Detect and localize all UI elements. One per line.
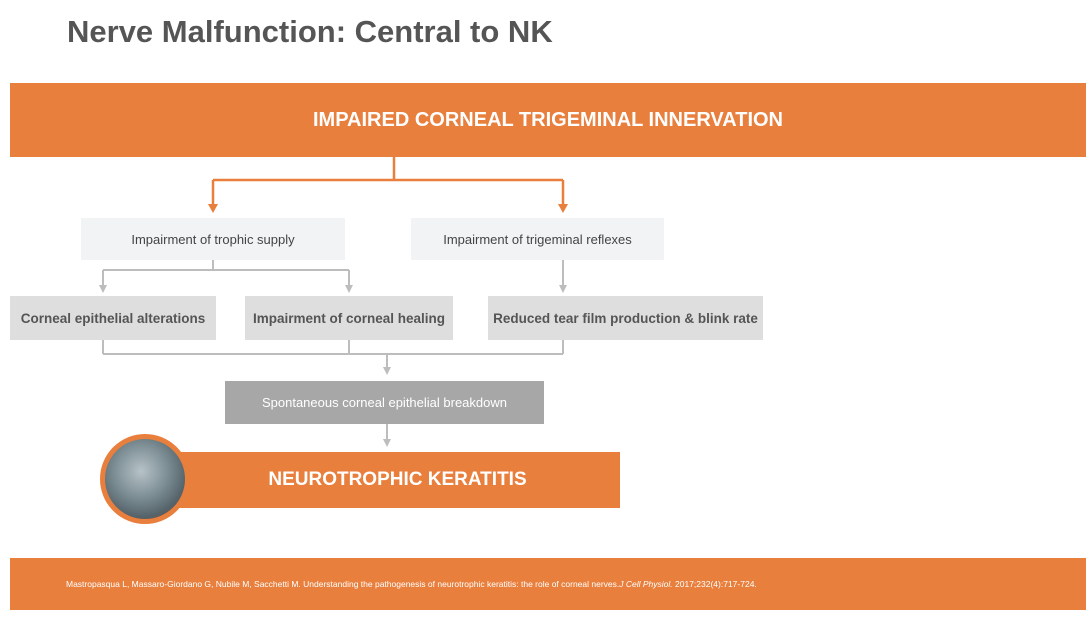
top-banner: IMPAIRED CORNEAL TRIGEMINAL INNERVATION (10, 83, 1086, 157)
eye-image (100, 434, 190, 524)
trophic-supply-box: Impairment of trophic supply (81, 218, 345, 260)
tear-film-box: Reduced tear film production & blink rat… (488, 296, 763, 340)
trigeminal-reflexes-box: Impairment of trigeminal reflexes (411, 218, 664, 260)
epithelial-alterations-box: Corneal epithelial alterations (10, 296, 216, 340)
citation-details: 2017;232(4):717-724. (672, 579, 757, 589)
slide-title: Nerve Malfunction: Central to NK (67, 14, 553, 49)
citation-footer: Mastropasqua L, Massaro-Giordano G, Nubi… (10, 558, 1086, 610)
neurotrophic-keratitis-bar: NEUROTROPHIC KERATITIS (175, 452, 620, 508)
citation-journal: J Cell Physiol. (619, 579, 673, 589)
corneal-healing-box: Impairment of corneal healing (245, 296, 453, 340)
citation-authors: Mastropasqua L, Massaro-Giordano G, Nubi… (66, 579, 620, 589)
epithelial-breakdown-box: Spontaneous corneal epithelial breakdown (225, 381, 544, 424)
result-label: NEUROTROPHIC KERATITIS (268, 469, 527, 490)
